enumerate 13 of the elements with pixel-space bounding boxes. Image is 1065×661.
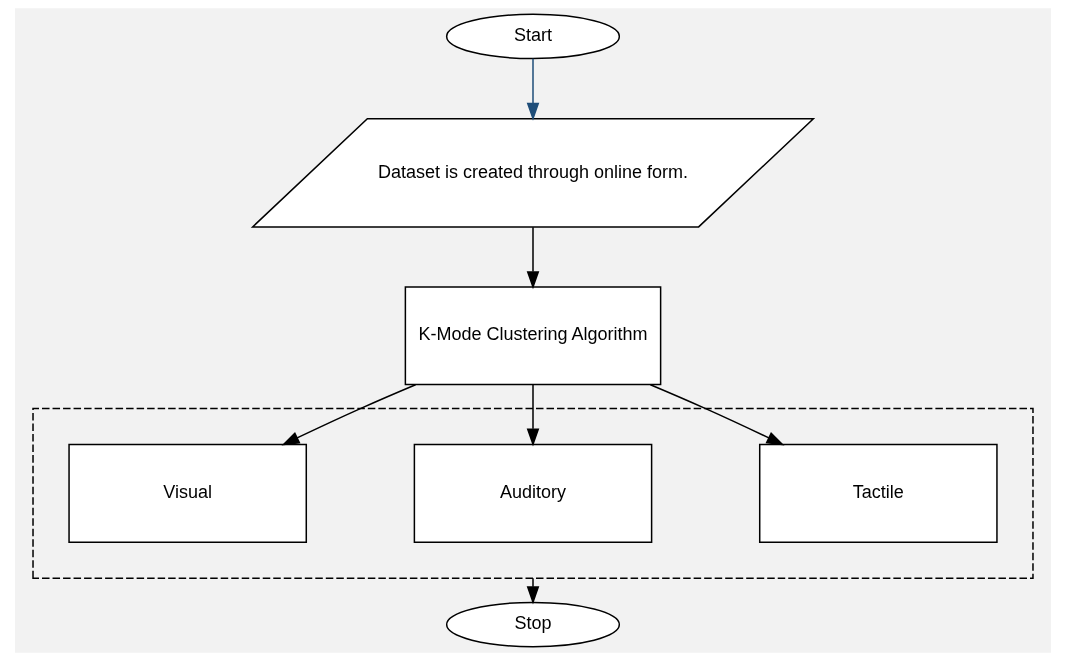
arrow	[526, 384, 539, 447]
cluster	[31, 407, 1034, 579]
arrow	[649, 383, 784, 446]
node-box: Tactile	[758, 443, 998, 543]
arrow	[526, 58, 539, 121]
node-box: K-Mode Clustering Algorithm	[404, 286, 661, 386]
node-ellipse: Start	[445, 13, 620, 60]
node-box: Visual	[67, 443, 307, 543]
node-box: Auditory	[413, 443, 652, 543]
arrow	[526, 577, 539, 605]
arrow	[526, 226, 539, 290]
node-ellipse: Stop	[445, 601, 620, 648]
arrow	[281, 383, 416, 446]
